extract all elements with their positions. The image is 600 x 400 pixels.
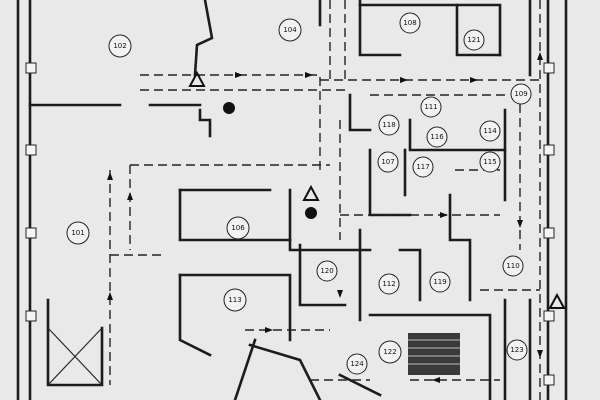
room-circle-111 [420, 96, 442, 118]
room-circle-124 [346, 353, 368, 375]
room-label-109: 109 [514, 90, 527, 98]
room-label-124: 124 [350, 360, 364, 368]
room-circle-110 [502, 255, 524, 277]
room-circle-118 [378, 114, 400, 136]
room-label-110: 110 [506, 262, 519, 270]
room-label-102: 102 [113, 42, 126, 50]
room-label-117: 117 [416, 163, 429, 171]
room-label-120: 120 [320, 267, 333, 275]
direction-arrows [107, 52, 543, 383]
lift-shaft [47, 327, 103, 386]
room-label-123: 123 [510, 346, 523, 354]
room-circle-123 [506, 339, 528, 361]
columns [25, 62, 555, 386]
exit-sign-triangles [188, 70, 566, 309]
room-label-106: 106 [231, 224, 245, 232]
stair-hatch [408, 333, 460, 375]
room-circle-106 [226, 216, 250, 240]
room-circle-104 [278, 18, 302, 42]
room-circle-115 [479, 151, 501, 173]
room-label-122: 122 [383, 348, 396, 356]
room-label-116: 116 [430, 133, 444, 141]
room-label-101: 101 [71, 229, 84, 237]
room-circle-114 [479, 120, 501, 142]
room-circle-108 [399, 12, 421, 34]
room-circle-102 [108, 34, 132, 58]
room-markers: 101 102 104 106 107 108 109 110 111 112 … [66, 12, 532, 375]
walls [16, 0, 568, 400]
room-label-121: 121 [467, 36, 480, 44]
room-circle-116 [426, 126, 448, 148]
room-circle-109 [510, 83, 532, 105]
room-circle-121 [463, 29, 485, 51]
extinguisher-icons [223, 102, 317, 219]
room-label-115: 115 [483, 158, 496, 166]
room-circle-112 [378, 273, 400, 295]
room-label-107: 107 [381, 158, 394, 166]
room-circle-113 [223, 288, 247, 312]
room-label-114: 114 [483, 127, 497, 135]
room-circle-122 [378, 340, 402, 364]
room-circle-120 [316, 260, 338, 282]
room-label-119: 119 [433, 278, 446, 286]
room-circle-117 [412, 156, 434, 178]
room-circle-107 [377, 151, 399, 173]
evacuation-routes [109, 0, 541, 400]
room-label-104: 104 [283, 26, 297, 34]
room-label-112: 112 [382, 280, 395, 288]
room-label-111: 111 [424, 103, 437, 111]
room-circle-119 [429, 271, 451, 293]
room-label-118: 118 [382, 121, 395, 129]
room-label-108: 108 [403, 19, 416, 27]
room-label-113: 113 [228, 296, 241, 304]
room-circle-101 [66, 221, 90, 245]
